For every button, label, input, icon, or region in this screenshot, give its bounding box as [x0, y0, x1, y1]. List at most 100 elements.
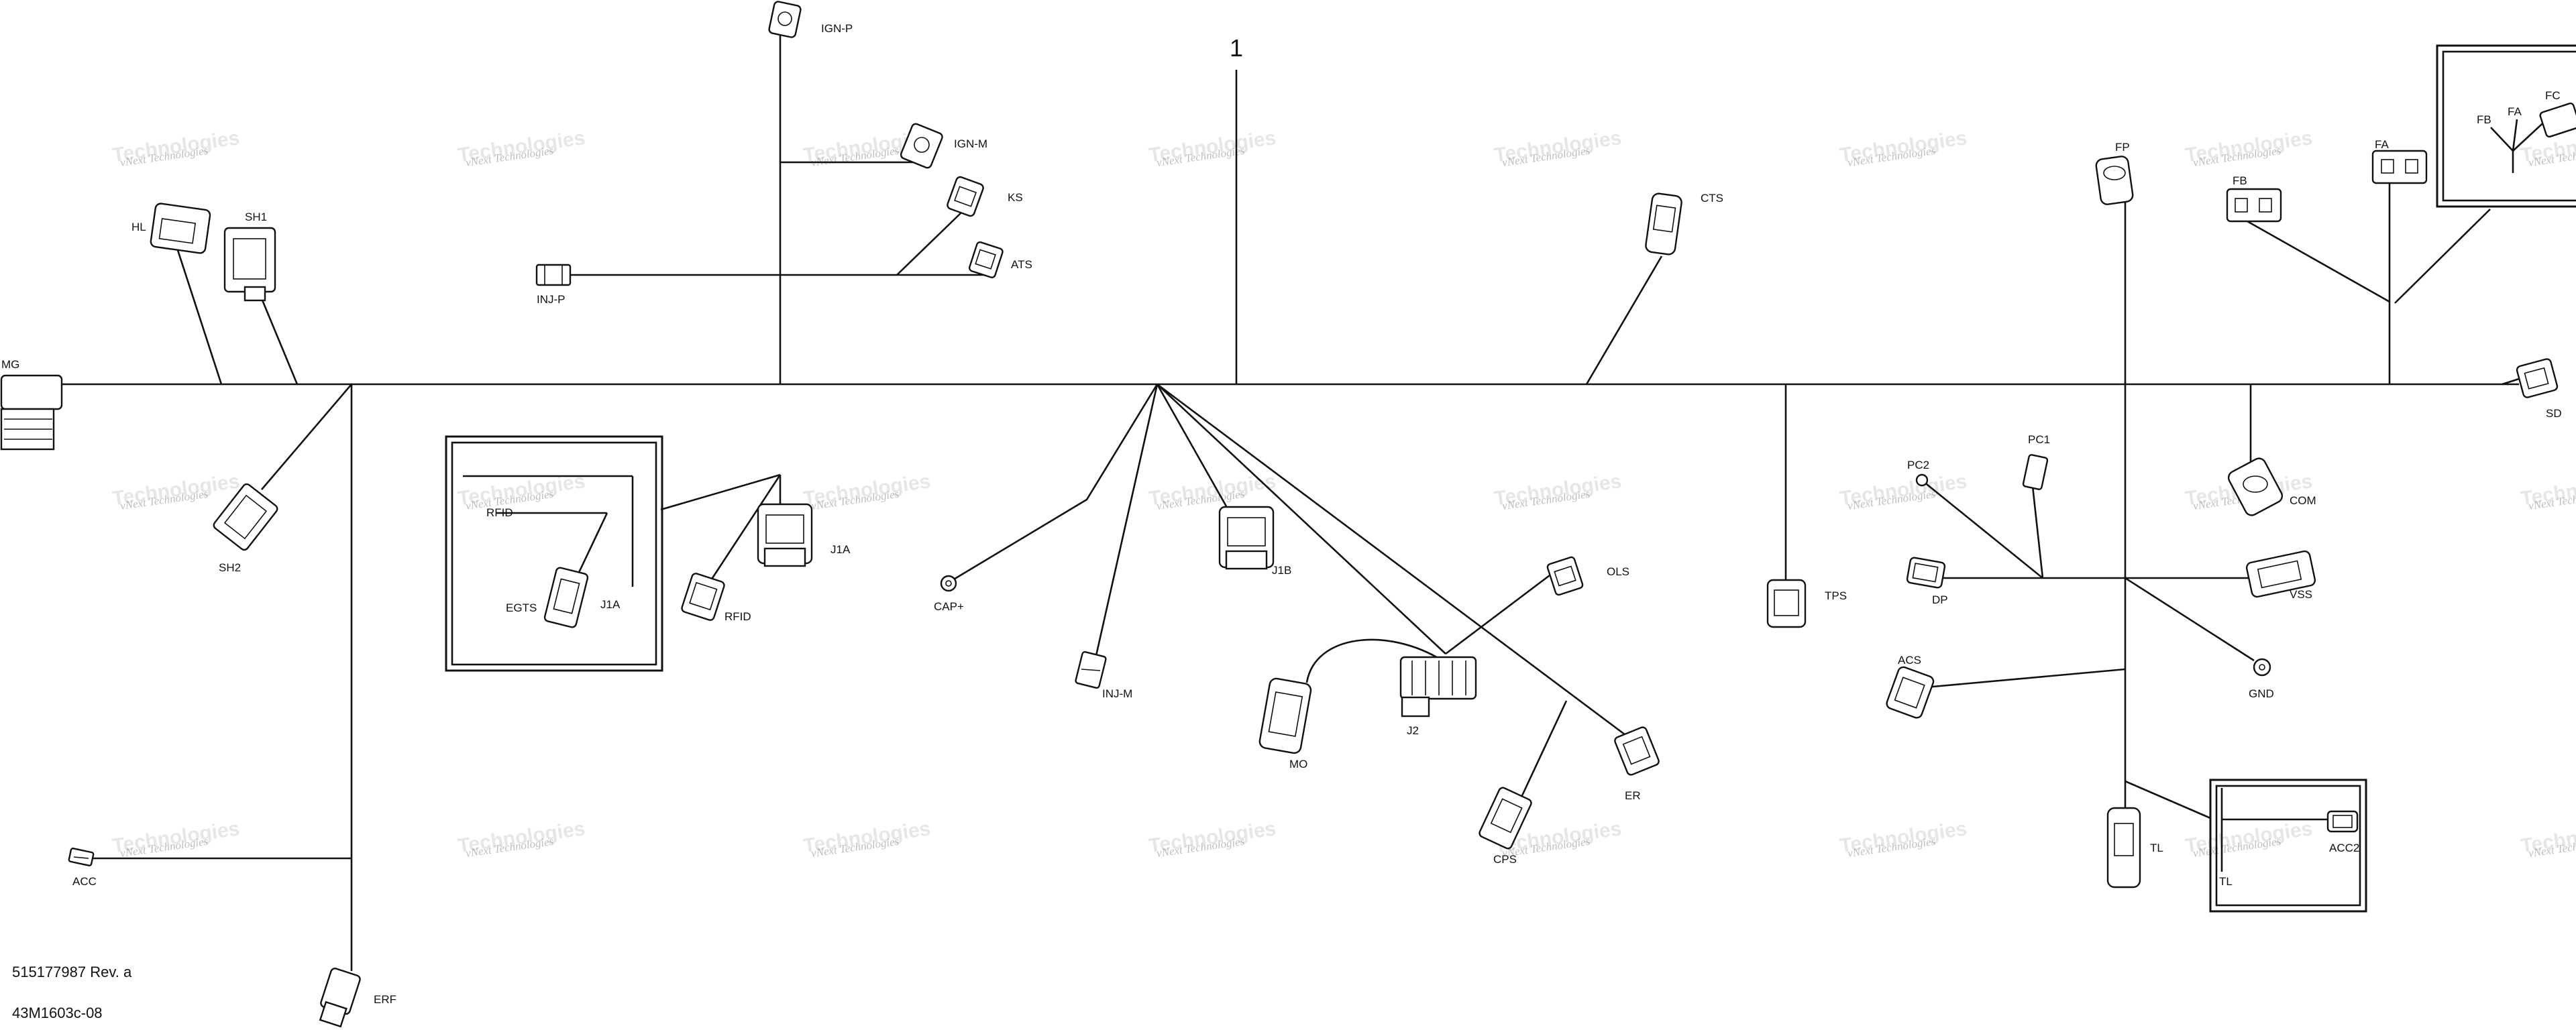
- pc1-wire: [2031, 485, 2044, 579]
- sh2-label: SH2: [219, 561, 241, 574]
- gnd-connector[interactable]: [2253, 658, 2271, 677]
- ols-connector[interactable]: [1546, 556, 1584, 596]
- rfid-egts-detail-box: [445, 435, 663, 672]
- part-number: 515177987 Rev. a: [12, 964, 132, 980]
- fc-connector[interactable]: [2539, 102, 2576, 138]
- watermark: Technologies vNext Technologies: [802, 470, 932, 512]
- er-label: ER: [1625, 789, 1641, 802]
- watermark: Technologies vNext Technologies: [111, 127, 241, 169]
- gnd-label: GND: [2249, 687, 2274, 700]
- cps-label: CPS: [1493, 853, 1517, 866]
- com-label: COM: [2290, 494, 2316, 507]
- watermark: Technologies vNext Technologies: [2184, 817, 2314, 860]
- mg-connector[interactable]: [0, 374, 63, 451]
- fp-connector[interactable]: [2095, 156, 2134, 205]
- fabox-wire: [2394, 209, 2491, 304]
- ats-connector[interactable]: [968, 241, 1004, 278]
- cap-plus-connector[interactable]: [940, 575, 957, 592]
- erf-label: ERF: [374, 993, 396, 1006]
- fc-box-label: FC: [2545, 89, 2561, 102]
- pc2-connector[interactable]: [1915, 473, 1929, 487]
- sd-connector[interactable]: [2516, 358, 2559, 398]
- pc2-label: PC2: [1907, 459, 1929, 471]
- hl-label: HL: [131, 221, 146, 233]
- acc-connector[interactable]: [68, 848, 95, 866]
- pc1-connector[interactable]: [2022, 454, 2049, 490]
- fp-label: FP: [2115, 141, 2130, 154]
- sh1-connector[interactable]: [223, 227, 276, 302]
- ign-m-connector[interactable]: [900, 123, 943, 169]
- fb-connector[interactable]: [2226, 188, 2282, 223]
- acc2-label: ACC2: [2329, 842, 2359, 854]
- rfid-connector[interactable]: [681, 573, 725, 622]
- egts-label: EGTS: [506, 602, 537, 614]
- watermark: Technologies vNext Technologies: [2519, 817, 2576, 860]
- watermark: Technologies vNext Technologies: [1838, 470, 1968, 512]
- cts-connector[interactable]: [1645, 192, 1682, 255]
- inj-m-connector[interactable]: [1075, 651, 1107, 689]
- ols-wire: [1445, 570, 1556, 655]
- mo-connector[interactable]: [1258, 677, 1312, 754]
- tps-label: TPS: [1825, 589, 1847, 602]
- j1a-connector[interactable]: [757, 503, 813, 567]
- watermark: Technologies vNext Technologies: [1838, 127, 1968, 169]
- tps-connector[interactable]: [1766, 579, 1807, 628]
- ols-label: OLS: [1607, 565, 1629, 578]
- sh2-connector[interactable]: [212, 483, 278, 552]
- acc2-connector[interactable]: [2326, 810, 2359, 833]
- sh2-wire: [261, 384, 352, 490]
- pc2-wire: [1923, 480, 2043, 579]
- rfid-box-wire: [660, 473, 781, 511]
- ks-label: KS: [1008, 191, 1023, 204]
- fa-label: FA: [2375, 138, 2389, 151]
- acs-connector[interactable]: [1885, 666, 1935, 720]
- drawing-code: 43M1603c-08: [12, 1005, 103, 1021]
- gnd-wire: [2125, 577, 2255, 662]
- cps-connector[interactable]: [1479, 787, 1533, 850]
- cap-plus-label: CAP+: [934, 600, 964, 613]
- fb-box-label: FB: [2477, 113, 2491, 126]
- fa-box-label: FA: [2508, 105, 2522, 118]
- tl-label: TL: [2150, 842, 2163, 854]
- mo-label: MO: [1289, 758, 1307, 770]
- vss-label: VSS: [2290, 588, 2312, 601]
- egts-connector[interactable]: [543, 567, 589, 628]
- watermark: Technologies vNext Technologies: [1493, 470, 1623, 512]
- mo-wire: [1305, 638, 1443, 683]
- inj-m-wire: [1094, 384, 1159, 659]
- harness-wires: [55, 35, 2520, 971]
- ks-connector[interactable]: [947, 176, 985, 217]
- inj-p-connector[interactable]: [535, 264, 572, 286]
- sh1-wire: [257, 290, 299, 385]
- tl-connector[interactable]: [2106, 807, 2141, 889]
- tl-box-label: TL: [2219, 875, 2233, 888]
- fa-connector[interactable]: [2371, 150, 2428, 184]
- cps-wire: [1518, 700, 1568, 802]
- ign-p-connector[interactable]: [768, 1, 802, 38]
- com-connector[interactable]: [2226, 456, 2285, 518]
- hl-connector[interactable]: [150, 203, 211, 254]
- watermarks: Technologies vNext Technologies Technolo…: [111, 127, 2576, 860]
- rfid-label: RFID: [724, 610, 751, 623]
- watermark: Technologies vNext Technologies: [111, 817, 241, 860]
- vss-connector[interactable]: [2245, 550, 2316, 598]
- j2-label: J2: [1407, 724, 1419, 737]
- acc-label: ACC: [72, 875, 97, 888]
- watermark: Technologies vNext Technologies: [2184, 127, 2314, 169]
- er-connector[interactable]: [1614, 726, 1660, 776]
- rfid-wire: [710, 474, 782, 581]
- watermark: Technologies vNext Technologies: [111, 470, 241, 512]
- j1b-wire: [1156, 384, 1228, 507]
- tl-box-wire: [2125, 780, 2211, 819]
- j2-connector[interactable]: [1399, 656, 1477, 718]
- fuse-detail-box: [2436, 44, 2576, 208]
- watermark: Technologies vNext Technologies: [456, 127, 586, 169]
- j2-wire: [1157, 384, 1446, 654]
- inj-m-label: INJ-M: [1102, 687, 1132, 700]
- dp-connector[interactable]: [1906, 557, 1946, 589]
- mg-label: MG: [1, 358, 19, 371]
- erf-connector[interactable]: [319, 968, 361, 1028]
- j1b-connector[interactable]: [1218, 506, 1275, 570]
- j1a-box-label: J1A: [600, 598, 621, 611]
